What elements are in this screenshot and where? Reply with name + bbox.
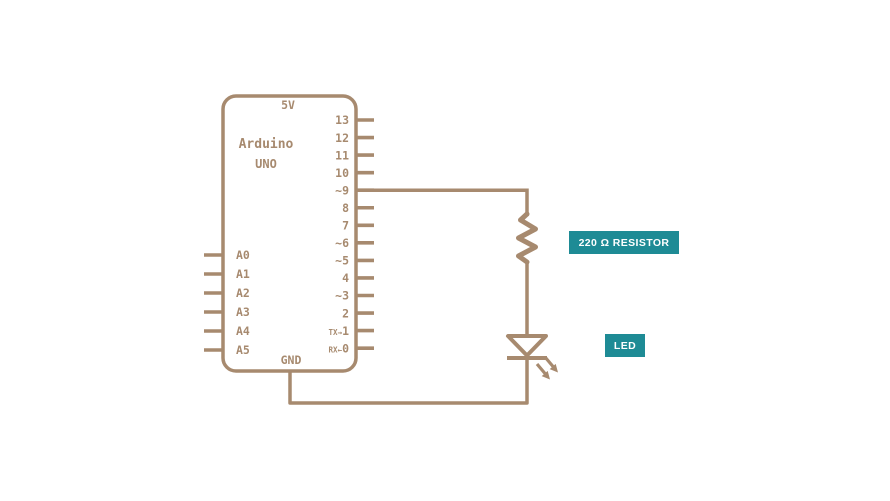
pin-label-5v: 5V (281, 98, 295, 112)
led-triangle (506, 334, 548, 358)
digital-pin-label-2: 2 (342, 306, 349, 320)
digital-pin-label-4: 4 (342, 271, 349, 285)
digital-pin-label-12: 12 (335, 131, 349, 145)
digital-pin-label-8: 8 (342, 201, 349, 215)
digital-pin-label-11: 11 (335, 148, 349, 162)
led-label: LED (605, 334, 645, 357)
digital-pin-label-9: ~9 (335, 183, 349, 197)
digital-pin-label-1: TX→1 (329, 324, 350, 338)
analog-pin-label-A1: A1 (236, 267, 250, 281)
board-subtitle: UNO (255, 157, 277, 171)
digital-pin-column: 13 12 11 10 ~9 8 7 ~6 ~5 4 ~3 2TX→1RX←0 (329, 113, 374, 355)
digital-pin-label-13: 13 (335, 113, 349, 127)
resistor-label: 220 Ω RESISTOR (569, 231, 679, 254)
analog-pin-label-A5: A5 (236, 343, 250, 357)
digital-pin-label-6: ~6 (335, 236, 349, 250)
board-outline (221, 94, 358, 373)
board-title: Arduino (239, 137, 294, 152)
pin-label-gnd: GND (281, 353, 302, 367)
analog-pin-label-A4: A4 (236, 324, 250, 338)
wire-led-to-gnd (288, 357, 529, 405)
digital-pin-label-3: ~3 (335, 289, 349, 303)
digital-pin-label-0: RX←0 (329, 341, 350, 355)
analog-pin-label-A0: A0 (236, 248, 250, 262)
digital-pin-label-7: 7 (342, 219, 349, 233)
analog-pin-label-A2: A2 (236, 286, 250, 300)
led-symbol (506, 334, 558, 380)
led-light-arrow-2 (535, 362, 550, 380)
digital-pin-label-10: 10 (335, 166, 349, 180)
wire-pin9-to-resistor (356, 188, 529, 216)
analog-pin-label-A3: A3 (236, 305, 250, 319)
resistor-symbol (516, 211, 538, 265)
digital-pin-label-5: ~5 (335, 254, 349, 268)
led-light-arrow-1 (543, 355, 558, 373)
